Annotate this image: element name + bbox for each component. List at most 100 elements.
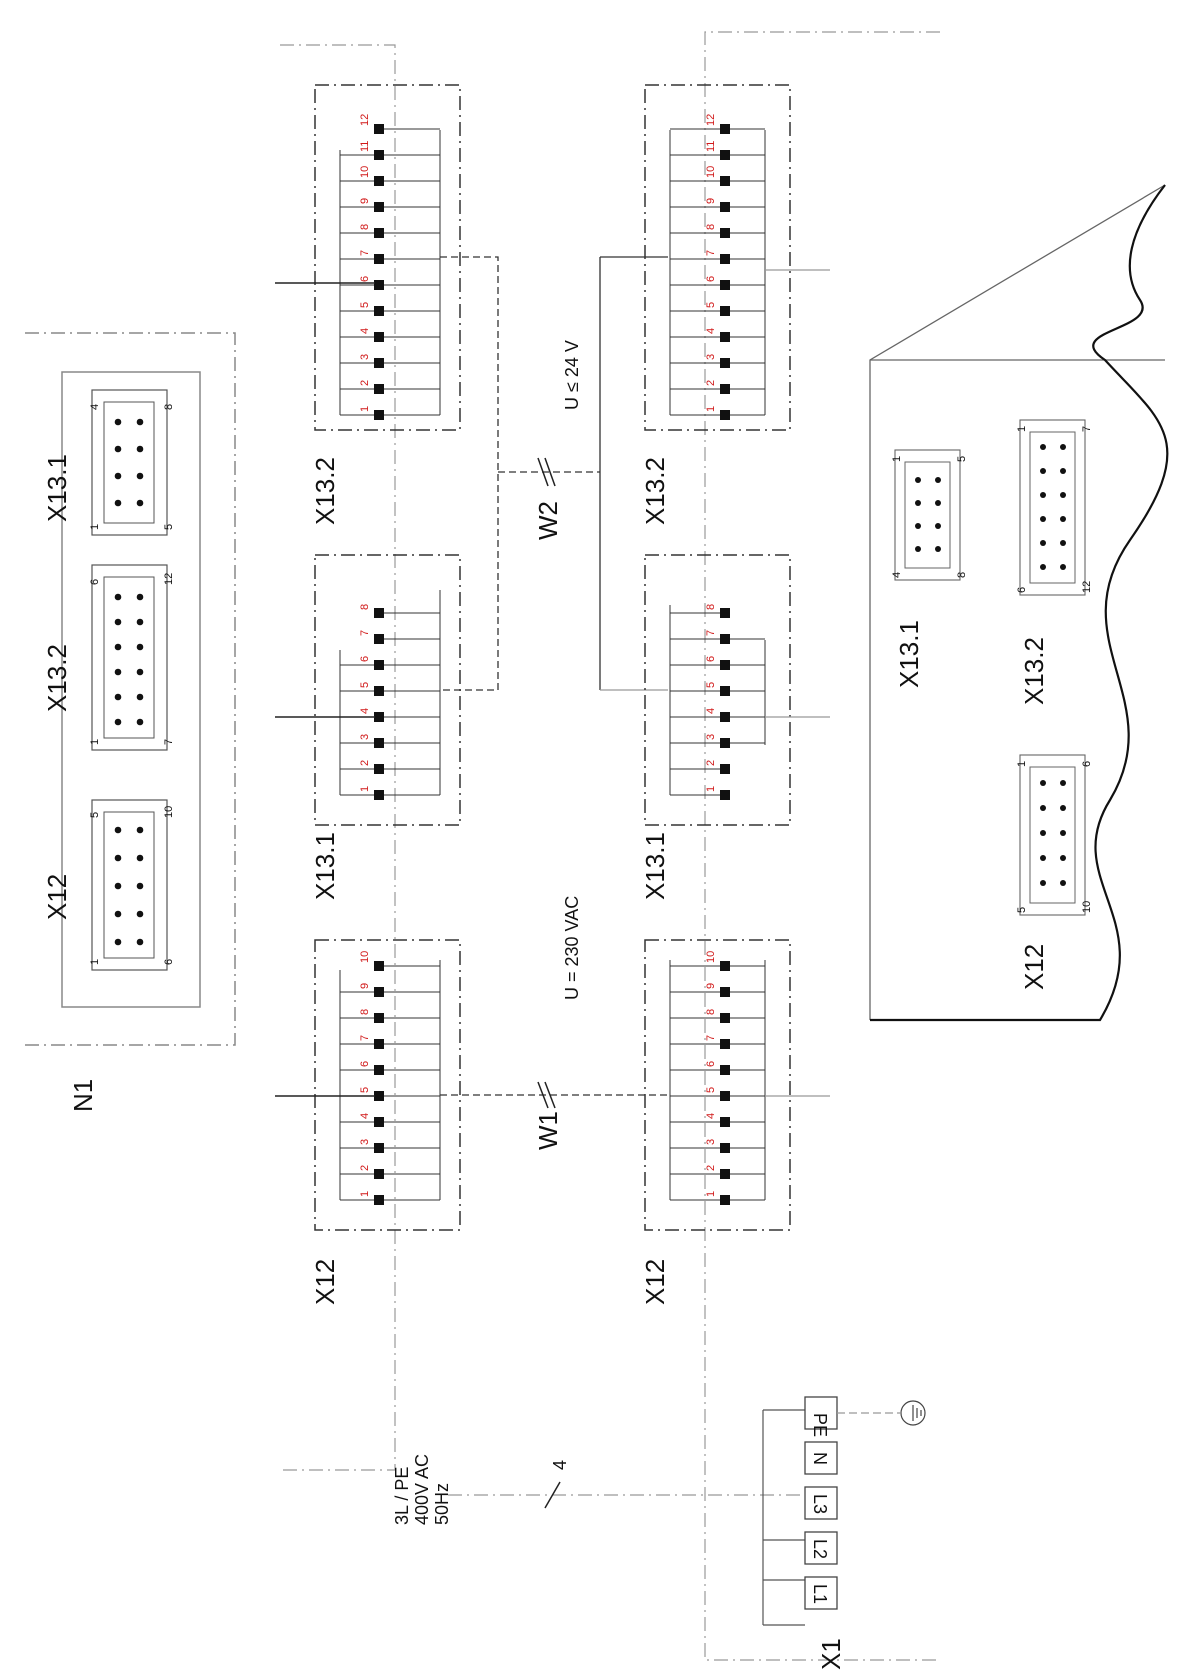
strip-pin-number: 10 (359, 166, 371, 178)
u24-label: U ≤ 24 V (562, 340, 582, 410)
strip-pin-number: 8 (705, 224, 717, 230)
strip-pin-number: 4 (359, 1113, 371, 1119)
n1-x13-2-corner-label: 7 (163, 739, 175, 745)
cables: W2 U ≤ 24 V W1 U = 230 VAC (440, 256, 668, 1150)
strip-pin-number: 9 (705, 198, 717, 204)
strip-pin-number: 5 (359, 302, 371, 308)
upper-x13-1-strip: 1 2 3 4 5 6 7 8 X13.1 (310, 554, 461, 900)
strip-pin-number: 12 (705, 114, 717, 126)
lower-x13-1-label: X13.1 (640, 832, 670, 900)
x1-terminal-l3: L3 (810, 1494, 830, 1514)
n1-x13-1-corner-label: 5 (163, 524, 175, 530)
strip-pin-number: 7 (359, 250, 371, 256)
strip-pin-number: 6 (359, 656, 371, 662)
lower-strips: 1 2 3 4 5 6 7 8 9 10 11 12 X13.2 (640, 31, 940, 1661)
n1-x12-corner-label: 10 (163, 806, 175, 818)
lower-x13-1-strip: 1 2 3 4 5 6 7 8 X13.1 (640, 554, 791, 900)
strip-pin-number: 12 (359, 114, 371, 126)
housing-connector-x12: 1 5 6 10 X12 (1016, 754, 1093, 990)
x1-terminal-l2: L2 (810, 1539, 830, 1559)
housing-x13-2-corner-label: 7 (1081, 426, 1093, 432)
strip-pin-number: 9 (359, 983, 371, 989)
lower-x12-label: X12 (640, 1259, 670, 1305)
strip-pin-number: 4 (359, 328, 371, 334)
u230-label: U = 230 VAC (562, 896, 582, 1000)
housing-x12-corner-label: 6 (1081, 761, 1093, 767)
upper-x13-2-strip: 1 2 3 4 5 6 7 8 9 10 11 12 X13.2 (310, 84, 461, 525)
supply-section: 3L / PE 400V AC 50Hz 4 PE N L3 L2 L1 (392, 1396, 926, 1670)
strip-pin-number: 1 (359, 1191, 371, 1197)
strip-pin-number: 6 (359, 276, 371, 282)
n1-x13-1-corner-label: 4 (89, 404, 101, 410)
n1-x13-2-corner-label: 1 (89, 739, 101, 745)
strip-pin-number: 3 (705, 734, 717, 740)
wire-count-label: 4 (550, 1460, 570, 1470)
strip-pin-number: 2 (359, 380, 371, 386)
strip-pin-number: 6 (705, 1061, 717, 1067)
housing-connector-x13-1: 1 4 5 8 X13.1 (891, 449, 968, 688)
strip-pin-number: 9 (359, 198, 371, 204)
strip-pin-number: 6 (359, 1061, 371, 1067)
housing-x12-corner-label: 10 (1081, 901, 1093, 913)
upper-x13-2-label: X13.2 (310, 457, 340, 525)
housing-x13-2-label: X13.2 (1019, 637, 1049, 705)
strip-pin-number: 3 (359, 354, 371, 360)
ground-icon (900, 1400, 926, 1426)
supply-line-2: 400V AC (412, 1454, 432, 1525)
w1-label: W1 (533, 1111, 563, 1150)
housing-x13-2-corner-label: 12 (1081, 581, 1093, 593)
n1-connector-x12: 1 5 6 10 X12 (42, 799, 175, 971)
upper-x12-label: X12 (310, 1259, 340, 1305)
strip-pin-number: 9 (705, 983, 717, 989)
strip-pin-number: 7 (705, 250, 717, 256)
strip-pin-number: 1 (705, 1191, 717, 1197)
x1-terminal-n: N (810, 1452, 830, 1465)
strip-pin-number: 8 (359, 1009, 371, 1015)
strip-pin-number: 6 (705, 276, 717, 282)
strip-pin-number: 4 (705, 708, 717, 714)
n1-label: N1 (68, 1079, 98, 1112)
housing-x12-corner-label: 5 (1016, 907, 1028, 913)
strip-pin-number: 3 (705, 354, 717, 360)
strip-pin-number: 4 (359, 708, 371, 714)
strip-pin-number: 5 (705, 682, 717, 688)
housing-x12-corner-label: 1 (1016, 761, 1028, 767)
housing-x13-1-corner-label: 8 (956, 572, 968, 578)
strip-pin-number: 5 (359, 1087, 371, 1093)
n1-controller-panel: N1 1 4 5 8 X13.1 (25, 332, 236, 1112)
housing-x13-1-label: X13.1 (894, 620, 924, 688)
strip-pin-number: 5 (705, 302, 717, 308)
strip-pin-number: 3 (359, 1139, 371, 1145)
upper-x12-strip: 1 2 3 4 5 6 7 8 9 10 X12 (310, 939, 461, 1305)
strip-pin-number: 8 (359, 224, 371, 230)
strip-pin-number: 3 (705, 1139, 717, 1145)
strip-pin-number: 6 (705, 656, 717, 662)
upper-strips: 1 2 3 4 5 6 7 8 9 10 11 12 X13.2 (275, 44, 461, 1471)
n1-x13-1-corner-label: 1 (89, 524, 101, 530)
strip-pin-number: 11 (705, 141, 717, 152)
strip-pin-number: 1 (359, 786, 371, 792)
x1-terminal-pe: PE (810, 1413, 830, 1437)
housing-connector-x13-2: 1 6 7 12 X13.2 (1016, 419, 1093, 705)
strip-pin-number: 5 (705, 1087, 717, 1093)
strip-pin-number: 3 (359, 734, 371, 740)
strip-pin-number: 8 (705, 1009, 717, 1015)
lower-x13-2-label: X13.2 (640, 457, 670, 525)
housing-x13-2-corner-label: 1 (1016, 426, 1028, 432)
n1-x13-2-corner-label: 6 (89, 579, 101, 585)
strip-pin-number: 10 (359, 951, 371, 963)
x1-terminal-block: PE N L3 L2 L1 X1 (762, 1396, 926, 1670)
supply-line-3: 50Hz (432, 1483, 452, 1525)
strip-pin-number: 7 (359, 630, 371, 636)
strip-pin-number: 7 (705, 630, 717, 636)
housing-detail-view: 1 4 5 8 X13.1 1 6 7 12 X13.2 (869, 184, 1169, 1022)
strip-pin-number: 2 (705, 760, 717, 766)
n1-x13-1-label: X13.1 (42, 454, 72, 522)
upper-x13-1-label: X13.1 (310, 832, 340, 900)
strip-pin-number: 1 (705, 406, 717, 412)
supply-line-1: 3L / PE (392, 1467, 412, 1525)
strip-pin-number: 2 (705, 380, 717, 386)
strip-pin-number: 1 (705, 786, 717, 792)
x1-label: X1 (816, 1638, 846, 1670)
